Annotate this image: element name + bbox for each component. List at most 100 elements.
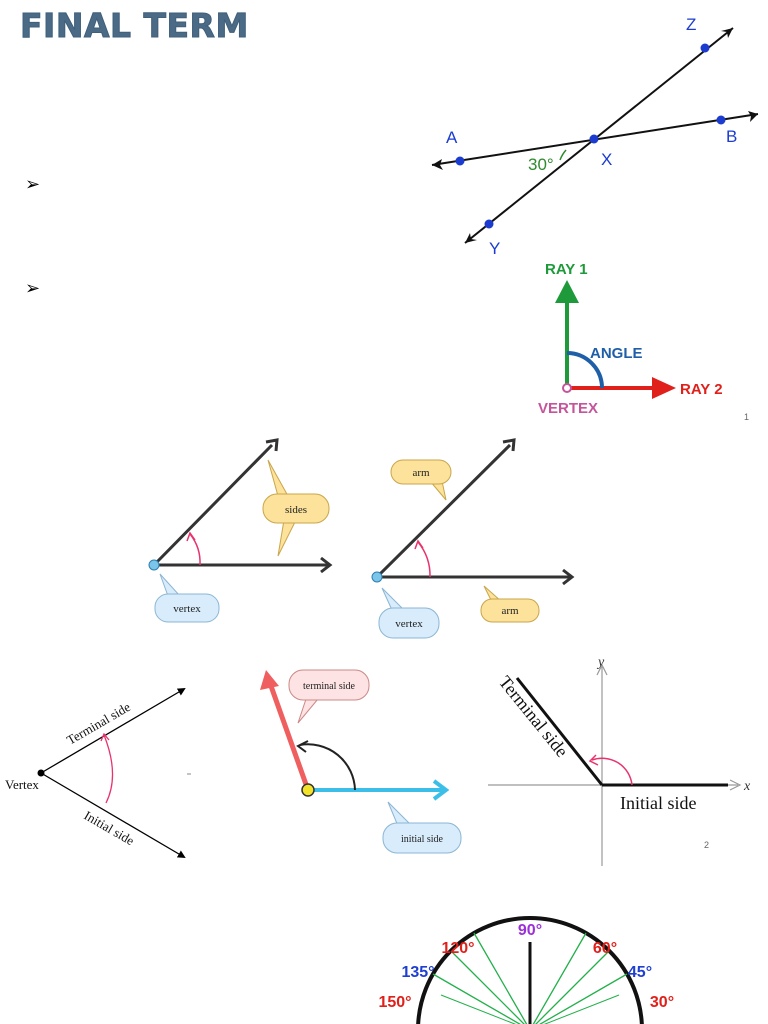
ray-120 (473, 932, 528, 1024)
vertex-bubble-pointer (159, 573, 182, 597)
arm-upper (375, 443, 512, 579)
terminal-side-axes-label: Terminal side (495, 672, 572, 761)
vertex-dot-arms (371, 571, 383, 583)
vertex-bubble-arms (378, 607, 440, 639)
sides-bubble (262, 493, 330, 524)
x-axis-label: x (743, 779, 751, 794)
bullet-marker-2: ➢ (25, 278, 41, 299)
side-upper-arrow (265, 438, 279, 452)
angle-arc-axes-arrow (588, 754, 599, 766)
sides-bubble-text: sides (285, 504, 307, 516)
colored-sides-figure: terminal side initial side (260, 669, 462, 854)
point-x-dot (589, 134, 599, 144)
ray-20 (543, 994, 620, 1024)
page-number-2: 2 (704, 840, 710, 850)
vertex-bubble-arms-text: vertex (395, 618, 423, 630)
point-b-dot (716, 115, 726, 125)
label-30: 30° (650, 994, 674, 1011)
vertex-bubble-sides (154, 593, 220, 623)
arrowhead-b (748, 111, 758, 122)
initial-side-line (40, 772, 186, 859)
angle-arc-vertex (103, 734, 114, 804)
label-90: 90° (518, 922, 542, 939)
protractor-arc (416, 916, 644, 1024)
angle-arc-colored (299, 743, 356, 791)
arm-lower-arrow (562, 568, 575, 586)
point-b-label: B (726, 127, 737, 146)
terminal-side-bold (515, 677, 604, 786)
initial-bubble-pointer (387, 801, 414, 827)
vertex-point (562, 383, 572, 393)
angle-30-label: 30° (528, 155, 554, 174)
sides-figure: sides vertex (148, 438, 333, 623)
sides-pointer-down (277, 519, 297, 557)
vertex-sides-figure: Vertex Terminal side Initial side (5, 687, 191, 859)
arrowhead-y (465, 233, 477, 243)
point-y-label: Y (489, 239, 500, 258)
point-a-dot (455, 156, 465, 166)
label-150: 150° (378, 994, 411, 1011)
point-z-label: Z (686, 15, 696, 34)
vertex-dot-yellow (301, 783, 315, 797)
ray-2-label: RAY 2 (680, 381, 723, 398)
vertex-bubble-sides-text: vertex (173, 603, 201, 615)
ray-135 (450, 950, 525, 1024)
label-120: 120° (441, 940, 474, 957)
vertex-bubble-arms-pointer (381, 587, 406, 611)
terminal-bubble-text: terminal side (303, 681, 355, 692)
point-a-label: A (446, 128, 458, 147)
vertex-label: VERTEX (538, 400, 598, 417)
terminal-side-line (40, 687, 186, 774)
angle-arc-sides (189, 533, 201, 566)
side-lower-arrow (320, 556, 333, 574)
protractor-figure: 90° 120° 60° 135° 45° 150° 30° (378, 916, 674, 1024)
arrowhead-z (721, 28, 733, 38)
page-title: FINAL TERM (20, 6, 249, 46)
arms-figure: arm arm vertex (371, 438, 575, 639)
arm-bottom-bubble (480, 598, 540, 623)
arrowhead-a (432, 159, 443, 170)
vertex-label-figure5: Vertex (5, 777, 39, 792)
vertex-dot-figure5 (37, 769, 45, 777)
angle-label: ANGLE (590, 345, 643, 362)
sides-pointer-up (267, 459, 289, 497)
angle-arc-30 (559, 149, 567, 161)
angle-arc-arms-arrow (414, 539, 424, 550)
x-axis-arrow (729, 779, 742, 791)
initial-bubble (382, 822, 462, 854)
ray-60 (532, 932, 587, 1024)
bullet-marker-1: ➢ (25, 174, 41, 195)
intersecting-lines-figure: Z A B X Y 30° (431, 15, 759, 258)
angle-arc-axes (591, 757, 633, 786)
label-135: 135° (401, 964, 434, 981)
angle-arc-colored-arrow (296, 740, 309, 753)
arm-upper-arrow (502, 438, 516, 452)
terminal-bubble-pointer (297, 698, 320, 724)
arm-top-bubble (390, 459, 452, 485)
angle-arc-vertex-arrow (100, 732, 110, 742)
ray-45 (535, 950, 610, 1024)
vertex-dot-sides (148, 559, 160, 571)
arm-bottom-bubble-text: arm (501, 605, 519, 617)
terminal-bubble (288, 669, 370, 701)
ray-160 (440, 994, 517, 1024)
terminal-side-red (268, 685, 311, 791)
y-axis-label: y (596, 655, 605, 670)
ray-1-arrowhead (555, 280, 579, 303)
label-45: 45° (628, 964, 652, 981)
page-number-1: 1 (744, 412, 750, 422)
side-upper (152, 443, 274, 567)
point-z-dot (700, 43, 710, 53)
initial-side-axes-label: Initial side (620, 793, 696, 813)
line-yz (464, 27, 734, 244)
y-axis-arrow (596, 663, 608, 676)
angle-arc (566, 351, 604, 389)
point-x-label: X (601, 150, 612, 169)
terminal-side-arrowhead (260, 670, 279, 690)
ray-1-label: RAY 1 (545, 261, 588, 278)
ray-30 (539, 973, 628, 1024)
label-60: 60° (593, 940, 617, 957)
ray-angle-figure: RAY 1 ANGLE RAY 2 VERTEX (538, 261, 723, 417)
ray-2-arrowhead (652, 377, 676, 399)
